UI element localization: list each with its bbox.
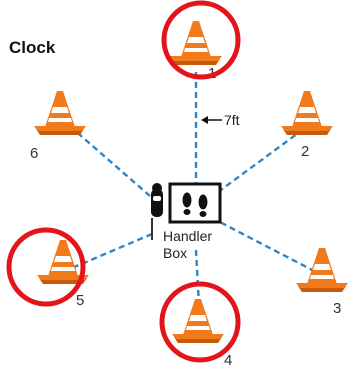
cones-group: 1 2 3 4 5 6 (6, 0, 348, 369)
cone-1: 1 (161, 0, 241, 82)
handler-box: Handler Box (151, 182, 222, 261)
cone-6: 6 (30, 91, 86, 162)
traffic-cone-icon (172, 299, 224, 343)
cone-5: 5 (6, 227, 89, 309)
dog-icon (151, 183, 163, 240)
handler-box-frame (168, 182, 222, 224)
highlight-ring (161, 0, 241, 80)
traffic-cone-icon (34, 91, 86, 135)
spoke-6 (71, 127, 151, 197)
cone-number-label: 5 (76, 292, 84, 309)
traffic-cone-icon (281, 91, 333, 135)
left-arrow-icon (201, 116, 222, 124)
diagram-title: Clock (9, 38, 56, 57)
cone-4: 4 (159, 281, 241, 369)
spoke-2 (209, 127, 306, 199)
spoke-3 (211, 216, 319, 275)
spoke-5 (71, 232, 153, 270)
highlight-ring (159, 281, 241, 363)
footprints-icon (182, 192, 208, 217)
cone-2: 2 (281, 91, 333, 160)
handler-box-label-line-1: Handler (163, 228, 212, 244)
traffic-cone-icon (296, 248, 348, 292)
cone-number-label: 4 (224, 352, 232, 369)
traffic-cone-icon (170, 21, 222, 65)
cone-number-label: 6 (30, 145, 38, 162)
distance-label: 7ft (224, 112, 240, 128)
handler-box-label-line-2: Box (163, 245, 187, 261)
highlight-ring (6, 227, 86, 307)
distance-annotation: 7ft (201, 112, 240, 128)
cone-number-label: 3 (333, 300, 341, 317)
spoke-4 (194, 249, 201, 306)
cone-3: 3 (296, 248, 348, 317)
traffic-cone-icon (37, 240, 89, 284)
spokes (71, 70, 319, 306)
cone-number-label: 2 (301, 143, 309, 160)
